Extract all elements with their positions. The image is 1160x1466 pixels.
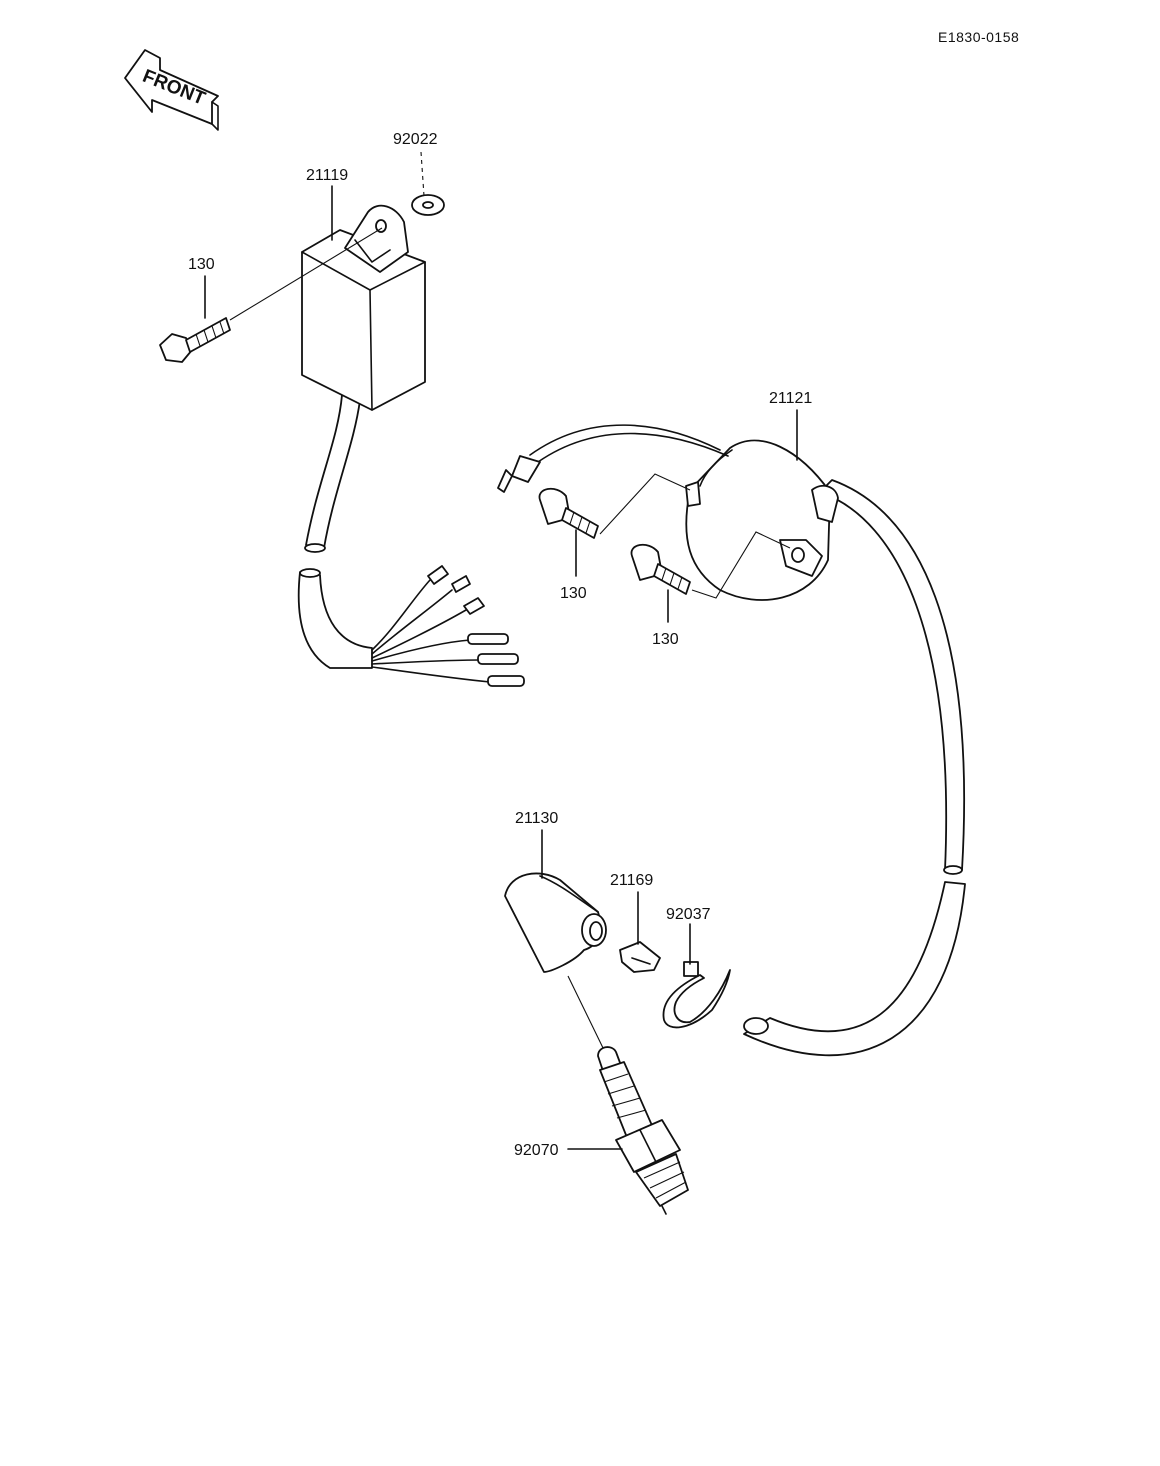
washer [411,194,445,216]
label-spark-plug: 92070 [514,1142,559,1159]
label-cdi-unit: 21119 [306,167,348,184]
bolt-coil-lower [630,531,791,599]
ignition-coil [497,424,966,1057]
label-ignition-coil: 21121 [769,390,812,407]
label-clamp: 21169 [610,872,653,889]
label-washer: 92022 [393,131,438,148]
label-bolt-coil-upper: 130 [560,585,587,602]
clamp [619,941,661,973]
label-bolt-coil-lower: 130 [652,631,679,648]
band [662,961,731,1029]
leader-lines [204,151,798,1150]
label-band: 92037 [666,906,711,923]
spark-plug [597,1046,689,1215]
plug-cap [504,872,607,1051]
document-code: E1830-0158 [938,29,1019,45]
cdi-harness [297,565,525,687]
label-bolt-cdi: 130 [188,256,215,273]
bolt-coil-upper [538,473,691,539]
cdi-unit [301,204,426,553]
label-plug-cap: 21130 [515,810,558,827]
front-arrow-icon: FRONT [124,49,219,131]
bolt-cdi [159,227,383,363]
